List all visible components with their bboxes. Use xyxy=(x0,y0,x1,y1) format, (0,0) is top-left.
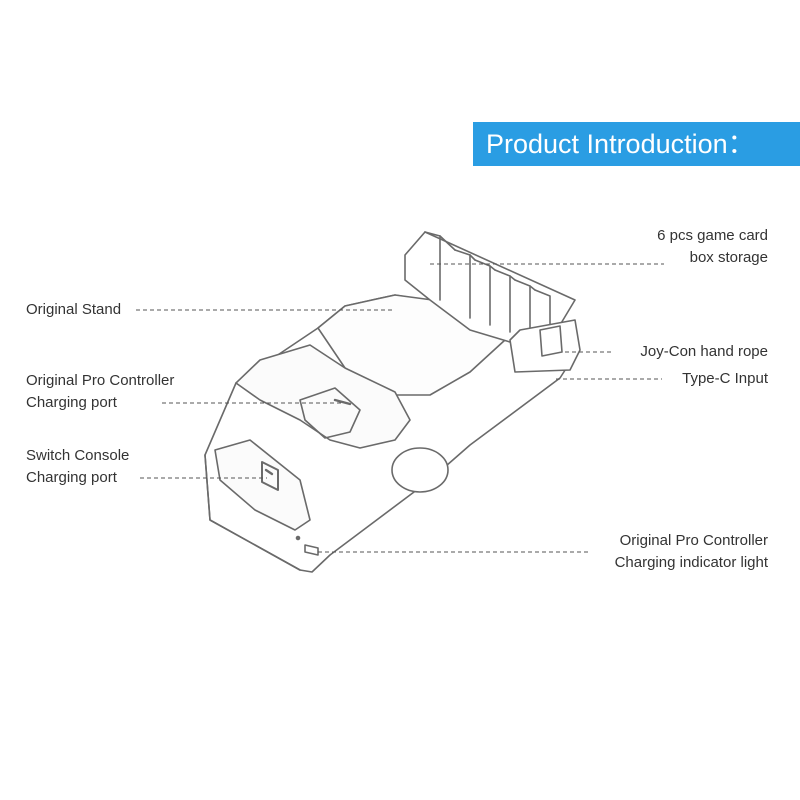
label-line: 6 pcs game card xyxy=(657,227,768,244)
label-line: Switch Console xyxy=(26,447,130,464)
label-line: Original Pro Controller xyxy=(26,372,175,389)
label-game-card-storage: 6 pcs game card box storage xyxy=(657,225,768,269)
label-line: Charging port xyxy=(26,394,117,411)
label-pro-controller-port: Original Pro Controller Charging port xyxy=(26,370,174,414)
label-original-stand: Original Stand xyxy=(26,299,121,321)
section-title-banner: Product Introduction： xyxy=(473,122,800,166)
label-indicator-light: Original Pro Controller Charging indicat… xyxy=(615,530,768,574)
cradle-knob xyxy=(391,447,449,493)
label-switch-console-port: Switch Console Charging port xyxy=(26,445,129,489)
label-joycon-rope: Joy-Con hand rope xyxy=(640,341,768,363)
label-line: Joy-Con hand rope xyxy=(640,343,768,360)
label-line: Charging port xyxy=(26,469,117,486)
console-slot xyxy=(214,439,311,531)
label-type-c: Type-C Input xyxy=(682,368,768,390)
label-line: Type-C Input xyxy=(682,370,768,387)
label-line: box storage xyxy=(689,249,768,266)
label-line: Original Pro Controller xyxy=(619,532,768,549)
pro-controller-cradle xyxy=(235,344,411,449)
label-line: Original Stand xyxy=(26,301,122,318)
label-line: Charging indicator light xyxy=(614,554,768,571)
section-title: Product Introduction： xyxy=(486,129,755,159)
joycon-rope-post xyxy=(509,319,581,373)
